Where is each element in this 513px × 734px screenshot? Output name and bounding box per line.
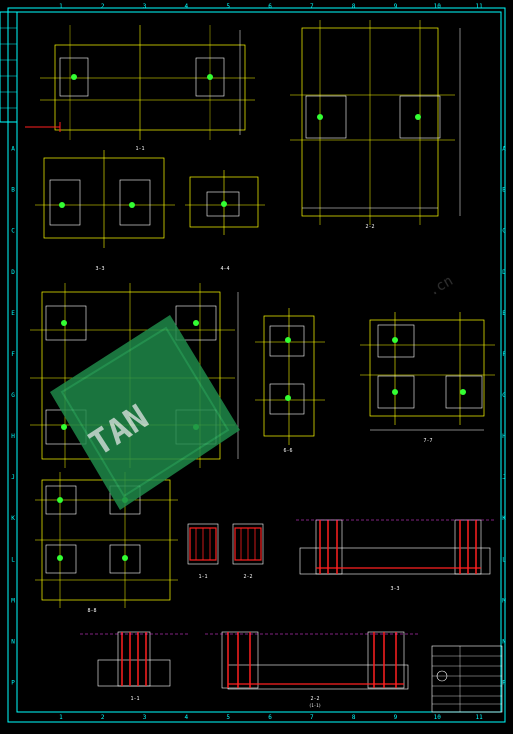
right-border-letter: P <box>502 679 506 686</box>
left-border-letter: E <box>11 310 15 317</box>
section-label-e: 2-2 <box>310 696 319 702</box>
cage-detail-b <box>232 523 264 565</box>
right-border-letter: G <box>502 392 506 399</box>
section-label-3: 3-3 <box>95 266 104 272</box>
top-border-number: 10 <box>434 3 442 10</box>
bottom-border-number: 5 <box>226 714 230 721</box>
section-label-a: 1-1 <box>198 574 207 580</box>
top-border-number: 4 <box>185 3 189 10</box>
top-border-number: 3 <box>143 3 147 10</box>
plan-8 <box>35 472 178 608</box>
bottom-border-number: 8 <box>352 714 356 721</box>
left-border-letter: P <box>11 679 15 686</box>
title-block <box>431 645 503 713</box>
right-border-letter: H <box>502 433 506 440</box>
top-border-number: 6 <box>268 3 272 10</box>
left-border-letter: D <box>11 269 15 276</box>
outer-frame <box>7 7 506 723</box>
top-border-number: 2 <box>101 3 105 10</box>
right-border-letter: J <box>502 474 506 481</box>
right-border-letter: M <box>502 597 506 604</box>
left-border-letter: A <box>11 146 15 153</box>
right-border-letter: F <box>502 351 506 358</box>
left-border-letter: F <box>11 351 15 358</box>
left-border-letter: G <box>11 392 15 399</box>
bottom-border-number: 2 <box>101 714 105 721</box>
left-border-letter: K <box>11 515 15 522</box>
binding-strip <box>0 11 18 123</box>
top-border-number: 11 <box>475 3 483 10</box>
bottom-border-number: 11 <box>475 714 483 721</box>
right-border-letter: B <box>502 187 506 194</box>
left-border-letter: C <box>11 228 15 235</box>
section-label-8: 8-8 <box>87 608 96 614</box>
top-border-number: 9 <box>394 3 398 10</box>
plan-2 <box>290 20 461 225</box>
bottom-border-number: 9 <box>394 714 398 721</box>
top-border-number: 1 <box>59 3 63 10</box>
plan-1 <box>25 25 255 140</box>
left-border-letters: A B C D E F G H J K L M N P <box>11 146 15 687</box>
elevation-1 <box>80 631 190 687</box>
left-border-letter: J <box>11 474 15 481</box>
elevation-3 <box>296 519 496 575</box>
right-border-letter: N <box>502 638 506 645</box>
watermark-domain: .cn <box>426 273 456 300</box>
left-border-letter: M <box>11 597 15 604</box>
inner-frame <box>16 11 502 713</box>
top-border-number: 7 <box>310 3 314 10</box>
top-border-numbers: 1 2 3 4 5 6 7 8 9 10 11 <box>59 3 483 10</box>
left-border-letter: N <box>11 638 15 645</box>
section-label-2: 2-2 <box>365 224 374 230</box>
right-border-letter: L <box>502 556 506 563</box>
section-label-6: 6-6 <box>283 448 292 454</box>
right-border-letters: A B C D E F G H J K L M N P <box>502 146 506 687</box>
plan-7 <box>360 312 495 431</box>
top-border-number: 5 <box>226 3 230 10</box>
section-label-d: 1-1 <box>130 696 139 702</box>
right-border-letter: D <box>502 269 506 276</box>
right-border-letter: C <box>502 228 506 235</box>
bottom-border-number: 10 <box>434 714 442 721</box>
binding-strip-cells <box>0 12 17 122</box>
right-border-letter: K <box>502 515 506 522</box>
cage-detail-a <box>187 523 219 565</box>
right-border-letter: E <box>502 310 506 317</box>
bottom-border-number: 4 <box>185 714 189 721</box>
bottom-border-number: 6 <box>268 714 272 721</box>
plan-3 <box>35 150 175 248</box>
section-label-b: 2-2 <box>243 574 252 580</box>
plan-4 <box>185 170 265 235</box>
left-border-letter: H <box>11 433 15 440</box>
left-border-letter: L <box>11 556 15 563</box>
section-label-4: 4-4 <box>220 266 229 272</box>
section-label-c: 3-3 <box>390 586 399 592</box>
bottom-border-number: 7 <box>310 714 314 721</box>
section-label-7: 7-7 <box>423 438 432 444</box>
bottom-border-number: 3 <box>143 714 147 721</box>
top-border-number: 8 <box>352 3 356 10</box>
bottom-border-number: 1 <box>59 714 63 721</box>
section-label-1: 1-1 <box>135 146 144 152</box>
section-label-e-sub: (1-1) <box>309 703 321 708</box>
right-border-letter: A <box>502 146 506 153</box>
left-border-letter: B <box>11 187 15 194</box>
plan-6 <box>255 308 325 445</box>
elevation-2 <box>205 631 420 690</box>
bottom-border-numbers: 1 2 3 4 5 6 7 8 9 10 11 <box>59 714 483 721</box>
